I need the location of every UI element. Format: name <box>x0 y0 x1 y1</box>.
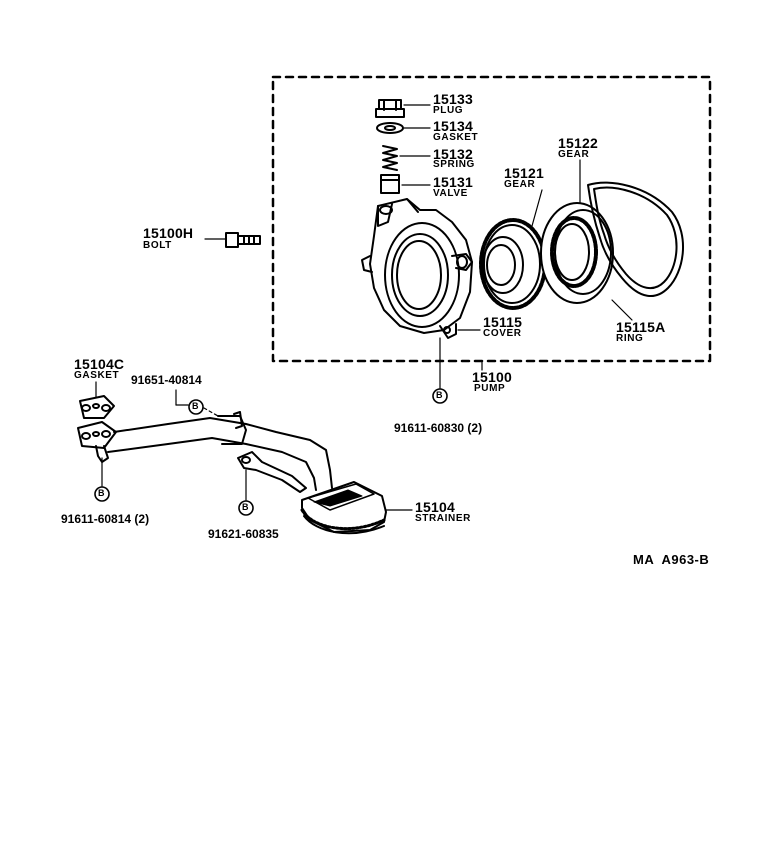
inner-gear-part[interactable] <box>479 218 547 310</box>
strainer-bracket[interactable] <box>237 451 307 493</box>
fastener-code-label: 91651-40814 <box>131 373 202 387</box>
part-number-label: 15100H <box>143 225 194 241</box>
fastener-code-label: 91621-60835 <box>208 527 279 541</box>
part-number-label: 15131 <box>433 174 473 190</box>
fastener-mark-2: B <box>98 488 105 498</box>
part-number-label: 15104C <box>74 356 125 372</box>
pump-assembly-boundary <box>271 75 712 363</box>
fastener-mark-1: B <box>436 390 443 400</box>
part-number-label: 15100 <box>472 369 512 385</box>
fastener-marker-91651-40814[interactable] <box>188 399 204 415</box>
fastener-marker-91611-60814[interactable] <box>94 486 110 502</box>
fastener-mark-0: B <box>192 401 199 411</box>
strainer-tube[interactable] <box>77 411 333 491</box>
part-number-label: 15134 <box>433 118 473 134</box>
pump-body-part[interactable] <box>361 198 473 339</box>
fastener-code-label: 91611-60814 (2) <box>61 512 150 526</box>
fastener-marker-91611-60830[interactable] <box>432 388 448 404</box>
part-name-label: BOLT <box>143 240 172 251</box>
part-number-label: 15122 <box>558 135 598 151</box>
part-name-label: VALVE <box>433 188 468 199</box>
strainer-part[interactable] <box>300 481 387 535</box>
fastener-code-label: 91611-60830 (2) <box>394 421 483 435</box>
bolt-part[interactable] <box>225 232 261 248</box>
fastener-mark-3: B <box>242 502 249 512</box>
part-name-label: SPRING <box>433 159 475 170</box>
part-number-label: 15104 <box>415 499 455 515</box>
part-number-label: 15133 <box>433 91 473 107</box>
leader-lines <box>95 104 633 511</box>
fastener-marker-91621-60835[interactable] <box>238 500 254 516</box>
catalog-code: MA A963-B <box>633 552 710 567</box>
plug-part[interactable] <box>375 99 405 118</box>
o-ring-part[interactable] <box>587 181 684 297</box>
part-name-label: STRAINER <box>415 513 471 524</box>
part-name-label: PUMP <box>474 383 506 394</box>
part-name-label: GEAR <box>504 179 536 190</box>
gasket-washer-part[interactable] <box>376 122 404 134</box>
part-number-label: 15132 <box>433 146 473 162</box>
strainer-gasket-part[interactable] <box>79 395 115 419</box>
part-name-label: GEAR <box>558 149 590 160</box>
valve-part[interactable] <box>380 174 400 194</box>
outer-gear-part[interactable] <box>540 202 614 304</box>
part-number-label: 15121 <box>504 165 544 181</box>
part-name-label: GASKET <box>433 132 479 143</box>
spring-part[interactable] <box>382 145 398 171</box>
part-name-label: GASKET <box>74 370 120 381</box>
part-number-label: 15115A <box>616 319 666 335</box>
part-name-label: COVER <box>483 328 522 339</box>
part-number-label: 15115 <box>483 314 523 330</box>
part-name-label: RING <box>616 333 644 344</box>
part-name-label: PLUG <box>433 105 464 116</box>
